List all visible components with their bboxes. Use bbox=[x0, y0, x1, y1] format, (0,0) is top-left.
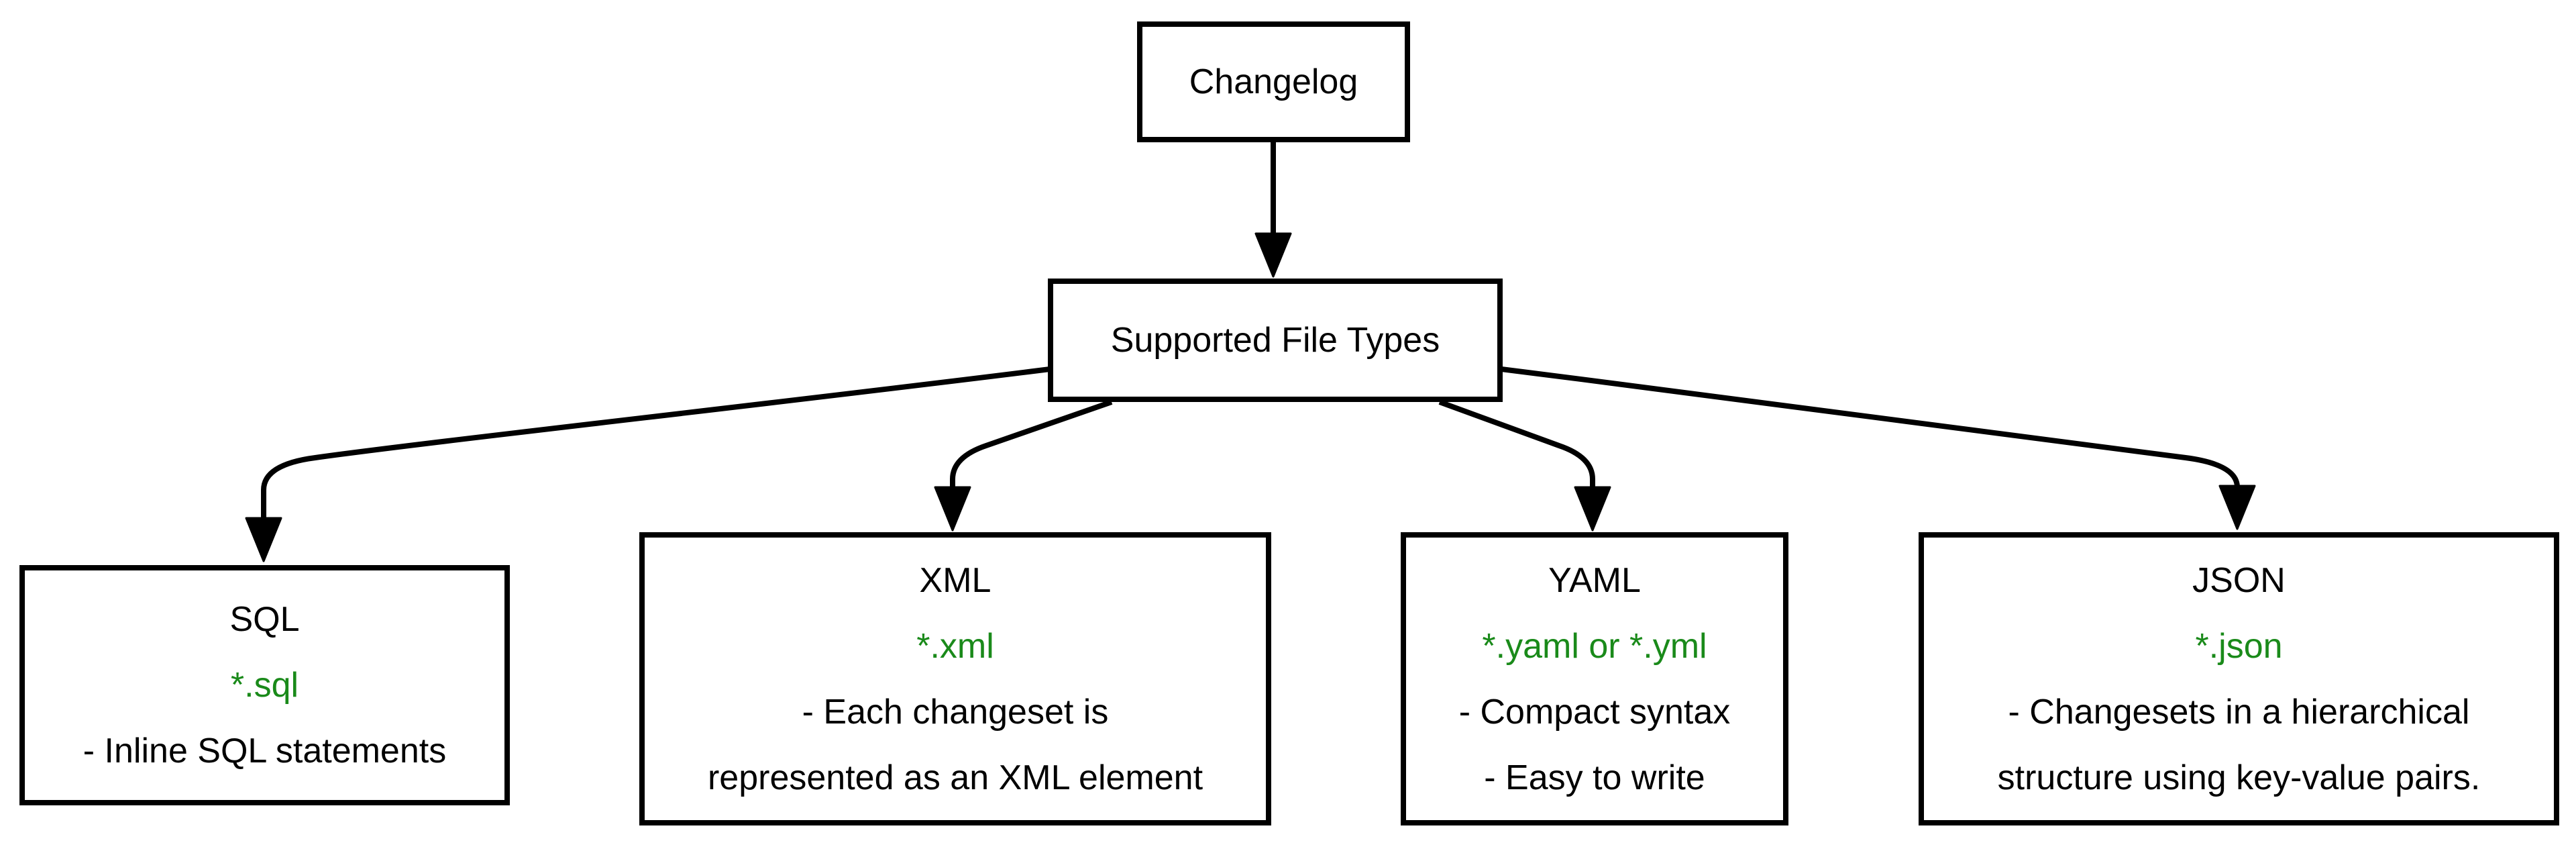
json-description-line: - Changesets in a hierarchical bbox=[2008, 692, 2470, 732]
arrowhead-hub bbox=[1254, 232, 1292, 278]
yaml-file-pattern: *.yaml or *.yml bbox=[1482, 626, 1707, 666]
xml-description-line: represented as an XML element bbox=[707, 758, 1203, 797]
node-yaml: YAML *.yaml or *.yml - Compact syntax - … bbox=[1401, 532, 1788, 825]
json-title: JSON bbox=[2192, 560, 2286, 600]
sql-title: SQL bbox=[229, 600, 300, 639]
node-sql: SQL *.sql - Inline SQL statements bbox=[19, 565, 510, 805]
yaml-description-line: - Easy to write bbox=[1484, 758, 1705, 797]
json-description-line: structure using key-value pairs. bbox=[1997, 758, 2481, 797]
arrowhead-sql bbox=[245, 517, 282, 562]
node-supported-file-types: Supported File Types bbox=[1048, 279, 1503, 402]
edge-hub-to-xml bbox=[950, 399, 1113, 488]
node-changelog: Changelog bbox=[1137, 21, 1410, 142]
xml-title: XML bbox=[919, 560, 991, 600]
edge-hub-to-json bbox=[1501, 366, 2240, 490]
node-changelog-label: Changelog bbox=[1189, 62, 1358, 101]
arrowhead-json bbox=[2218, 485, 2256, 530]
node-hub-label: Supported File Types bbox=[1110, 321, 1440, 360]
arrowhead-xml bbox=[934, 486, 971, 532]
yaml-description-line: - Compact syntax bbox=[1458, 692, 1731, 732]
xml-file-pattern: *.xml bbox=[916, 626, 994, 666]
sql-file-pattern: *.sql bbox=[230, 666, 299, 705]
node-xml: XML *.xml - Each changeset is represente… bbox=[639, 532, 1271, 825]
yaml-title: YAML bbox=[1548, 560, 1641, 600]
node-json: JSON *.json - Changesets in a hierarchic… bbox=[1919, 532, 2559, 825]
edge-hub-to-sql bbox=[261, 366, 1051, 519]
json-file-pattern: *.json bbox=[2195, 626, 2283, 666]
xml-description-line: - Each changeset is bbox=[802, 692, 1109, 732]
edge-hub-to-yaml bbox=[1438, 399, 1595, 488]
arrowhead-yaml bbox=[1574, 486, 1611, 532]
sql-description-line: - Inline SQL statements bbox=[83, 732, 447, 770]
